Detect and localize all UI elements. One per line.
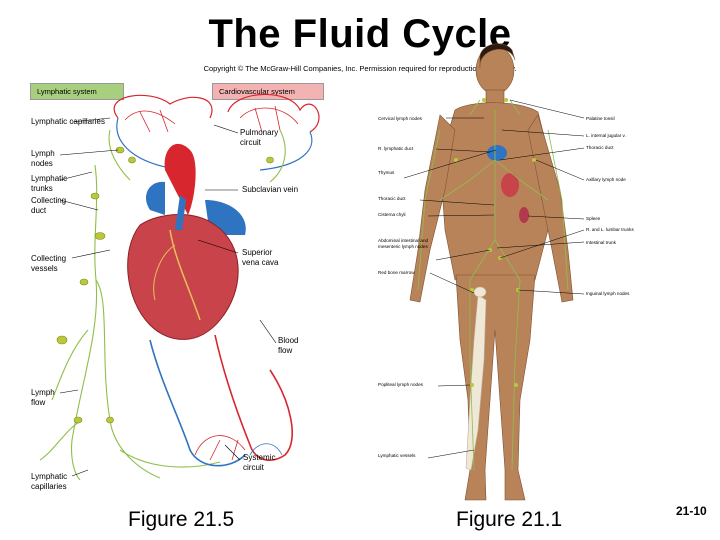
- label-inguinal-lymph-nodes: Inguinal lymph nodes: [586, 291, 630, 296]
- label-l-internal-jugular-v: L. internal jugular v.: [586, 133, 626, 138]
- label-thoracic-duct-right: Thoracic duct: [586, 145, 614, 150]
- label-systemic-circuit: Systemic circuit: [243, 453, 276, 472]
- body-figure: [409, 43, 574, 501]
- copyright-notice: Copyright © The McGraw-Hill Companies, I…: [203, 64, 517, 73]
- label-palatine-tonsil: Palatine tonsil: [586, 116, 615, 121]
- legend-lymphatic-system: Lymphatic system: [30, 83, 124, 100]
- legend-cardiovascular-system: Cardiovascular system: [212, 83, 324, 100]
- label-intestinal-trunk: Intestinal trunk: [586, 240, 616, 245]
- label-superior-vena-cava: Superior vena cava: [242, 248, 279, 267]
- label-blood-flow: Blood flow: [278, 336, 299, 355]
- label-red-bone-marrow: Red bone marrow: [378, 270, 415, 275]
- label-collecting-vessels: Collecting vessels: [31, 254, 67, 273]
- label-subclavian-vein: Subclavian vein: [242, 185, 299, 194]
- caption-figure-21-1: Figure 21.1: [456, 508, 563, 531]
- label-r-and-l-lumbar-trunks: R. and L. lumbar trunks: [586, 227, 634, 232]
- label-axillary-lymph-node: Axillary lymph node: [586, 177, 626, 182]
- label-spleen: Spleen: [586, 216, 601, 221]
- label-thymus: Thymus: [378, 170, 395, 175]
- page-title: The Fluid Cycle: [208, 12, 512, 56]
- heart-drawing: [127, 143, 246, 340]
- label-lymphatic-vessels: Lymphatic vessels: [378, 453, 416, 458]
- systemic-capillary-bed: [149, 334, 293, 467]
- body-lymph-nodes: [454, 98, 536, 387]
- lymph-node-markers: [56, 146, 274, 424]
- label-cisterna-chyli: Cisterna chyli: [378, 212, 406, 217]
- body-lymphatic-vessels: [417, 99, 569, 471]
- pulmonary-capillary-bed: [113, 93, 320, 171]
- body-organs: [465, 145, 529, 471]
- label-lymphatic-capillaries-bottom: Lymphatic capillaries: [31, 472, 68, 491]
- label-collecting-duct: Collecting duct: [31, 196, 67, 215]
- label-cervical-lymph-nodes: Cervical lymph nodes: [378, 116, 422, 121]
- left-pointer-lines: [59, 117, 277, 477]
- label-lymphatic-trunks: Lymphatic trunks: [31, 174, 68, 193]
- caption-figure-21-5: Figure 21.5: [128, 508, 235, 531]
- label-lymph-nodes: Lymph nodes: [31, 149, 55, 168]
- right-pointer-lines: [403, 99, 585, 459]
- label-popliteal-lymph-nodes: Popliteal lymph nodes: [378, 382, 423, 387]
- lymphatic-vessel-network: [39, 129, 286, 481]
- label-r-lymphatic-duct: R. lymphatic duct: [378, 146, 414, 151]
- label-lymph-flow: Lymph flow: [31, 388, 55, 407]
- label-pulmonary-circuit: Pulmonary circuit: [240, 128, 279, 147]
- label-lymphatic-capillaries-top: Lymphatic capillaries: [31, 117, 105, 126]
- label-abdominal-lymph-nodes: Abdominal intestinal and mesenteric lymp…: [378, 238, 429, 249]
- label-thoracic-duct-left: Thoracic duct: [378, 196, 406, 201]
- slide-number: 21-10: [676, 504, 707, 518]
